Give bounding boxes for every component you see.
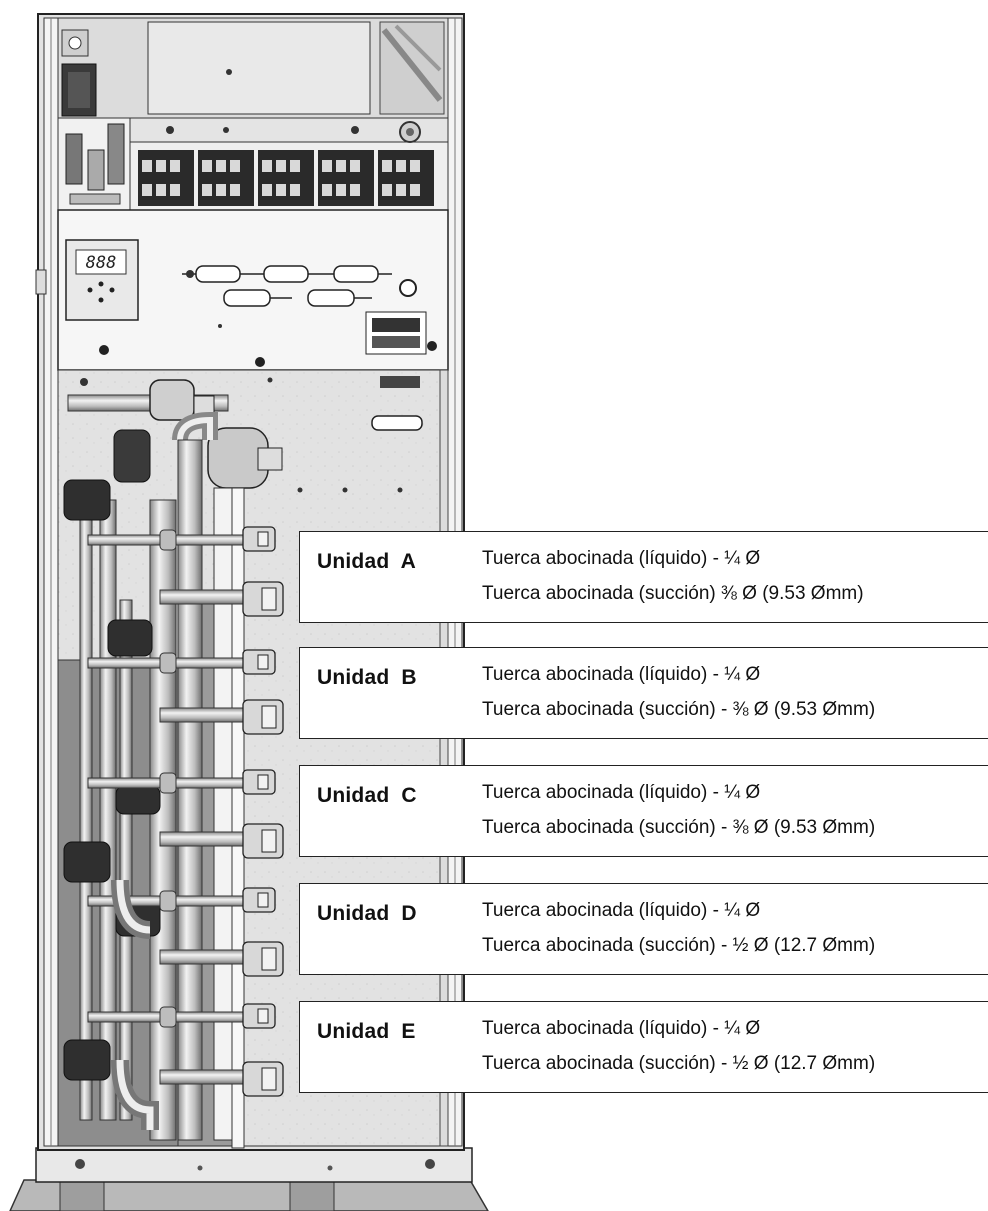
callout-unit-a: Unidad A Tuerca abocinada (líquido) - ¼ …: [299, 531, 988, 623]
unit-label: Unidad D: [317, 902, 417, 925]
main-control-panel: 888: [57, 209, 449, 371]
top-electrical-compartment: [57, 17, 449, 119]
suction-flare-nut-spec: Tuerca abocinada (succión) - ½ Ø (12.7 Ø…: [482, 1053, 876, 1074]
suction-flare-nut-spec: Tuerca abocinada (succión) ⅜ Ø (9.53 Ømm…: [482, 583, 864, 604]
callout-unit-d: Unidad D Tuerca abocinada (líquido) - ¼ …: [299, 883, 988, 975]
suction-flare-nut-spec: Tuerca abocinada (succión) - ½ Ø (12.7 Ø…: [482, 935, 876, 956]
callout-unit-e: Unidad E Tuerca abocinada (líquido) - ¼ …: [299, 1001, 988, 1093]
unit-base: [9, 1147, 489, 1211]
unit-label: Unidad A: [317, 550, 416, 573]
unit-label: Unidad B: [317, 666, 417, 689]
unit-label: Unidad E: [317, 1020, 416, 1043]
liquid-flare-nut-spec: Tuerca abocinada (líquido) - ¼ Ø: [482, 900, 761, 921]
liquid-flare-nut-spec: Tuerca abocinada (líquido) - ¼ Ø: [482, 1018, 761, 1039]
suction-flare-nut-spec: Tuerca abocinada (succión) - ⅜ Ø (9.53 Ø…: [482, 817, 876, 838]
liquid-flare-nut-spec: Tuerca abocinada (líquido) - ¼ Ø: [482, 664, 761, 685]
terminal-block-panel: [129, 117, 449, 211]
suction-flare-nut-spec: Tuerca abocinada (succión) - ⅜ Ø (9.53 Ø…: [482, 699, 876, 720]
liquid-flare-nut-spec: Tuerca abocinada (líquido) - ¼ Ø: [482, 782, 761, 803]
branch-pipes: [87, 526, 284, 1097]
liquid-flare-nut-spec: Tuerca abocinada (líquido) - ¼ Ø: [482, 548, 761, 569]
unit-label: Unidad C: [317, 784, 417, 807]
seven-segment-display: 888: [86, 253, 117, 273]
callout-unit-b: Unidad B Tuerca abocinada (líquido) - ¼ …: [299, 647, 988, 739]
elbow-pipes: [111, 879, 159, 1130]
callout-unit-c: Unidad C Tuerca abocinada (líquido) - ¼ …: [299, 765, 988, 857]
